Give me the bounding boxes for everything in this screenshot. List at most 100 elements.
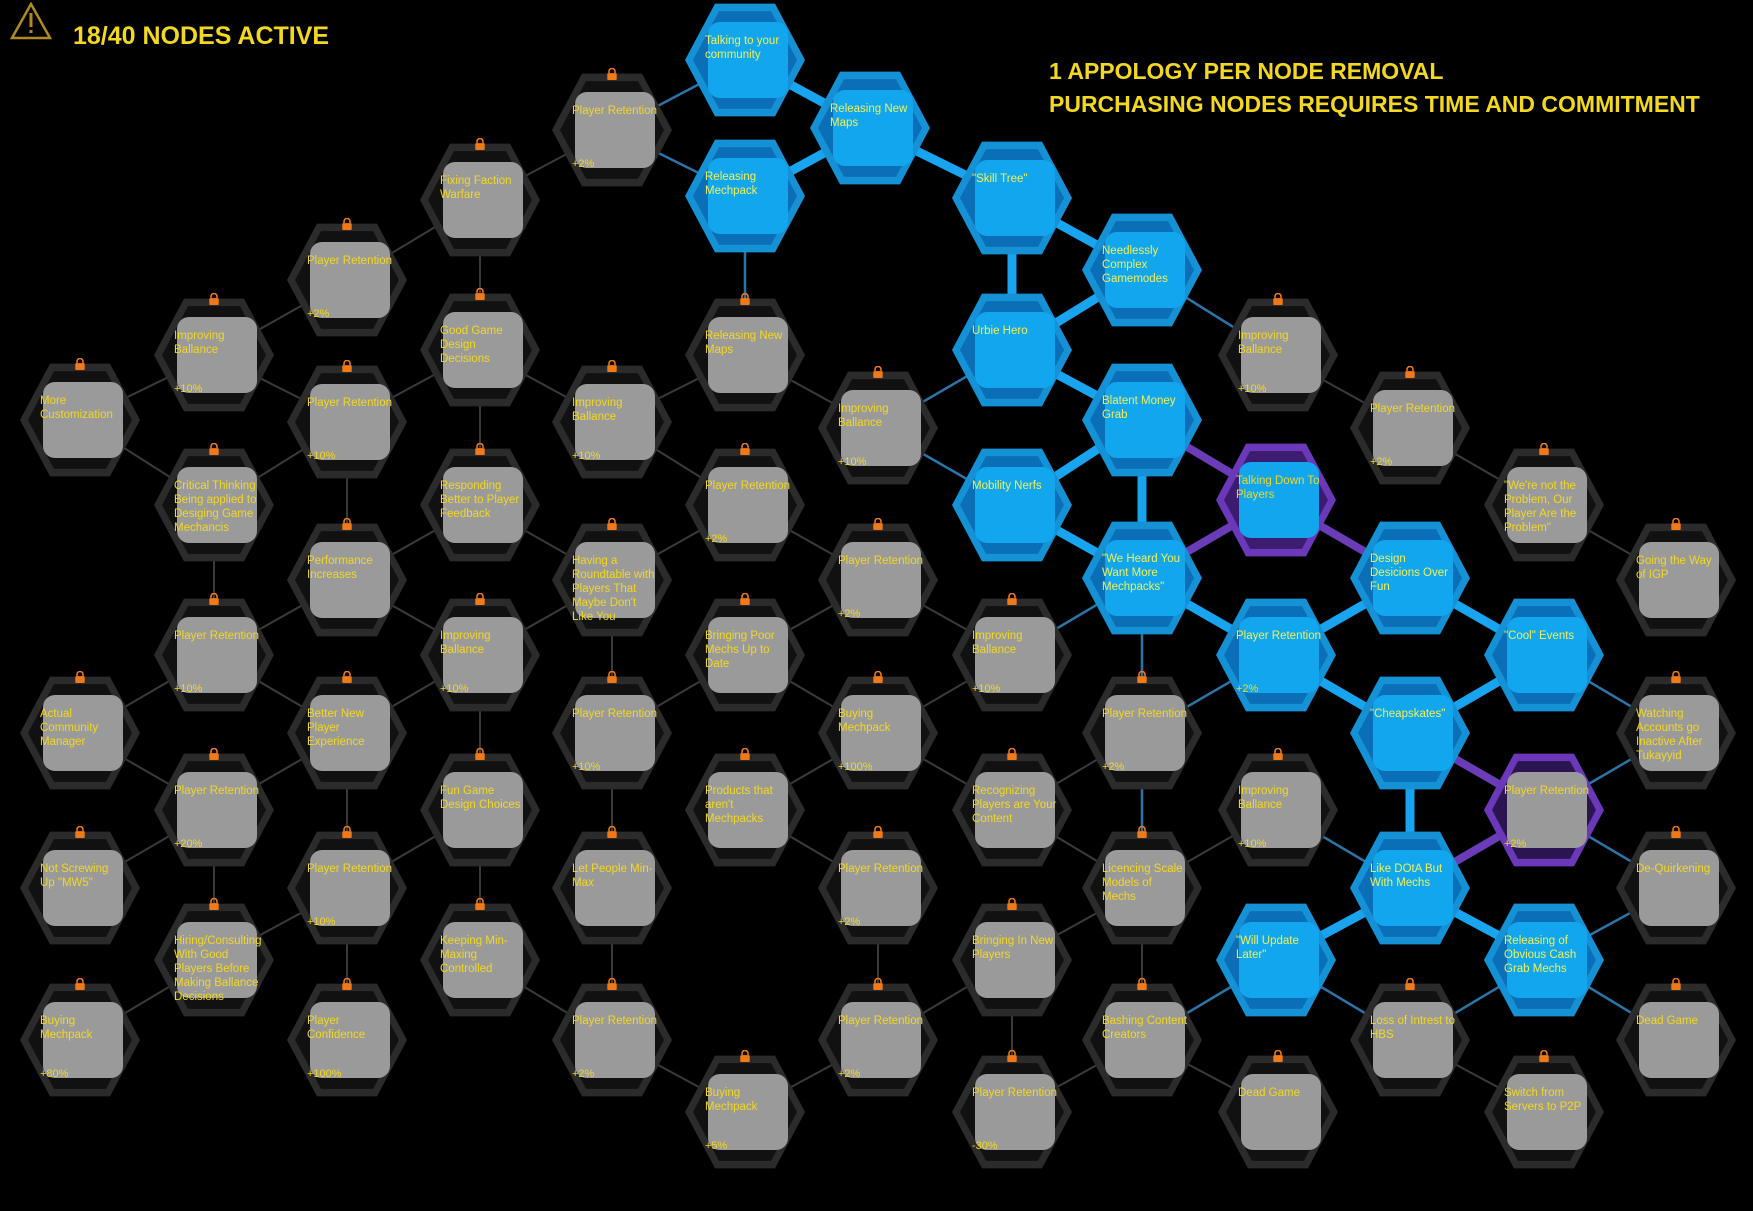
skill-node[interactable]: Going the Way of IGP	[1616, 518, 1736, 640]
node-card	[841, 390, 921, 466]
skill-node[interactable]: Performance Increases	[287, 518, 407, 640]
skill-node[interactable]: Mobility Nerfs	[952, 445, 1072, 565]
lock-icon	[209, 293, 219, 305]
skill-node[interactable]: Player Retention+2%	[818, 978, 938, 1100]
node-card	[43, 850, 123, 926]
skill-node[interactable]: Player Retention+10%	[154, 593, 274, 715]
skill-node[interactable]: "Cool" Events	[1484, 595, 1604, 715]
skill-node[interactable]: Bringing In New Players	[952, 898, 1072, 1020]
skill-node[interactable]: Player Retention-30%	[952, 1050, 1072, 1172]
node-card	[841, 850, 921, 926]
skill-node[interactable]: Player Retention+2%	[1216, 595, 1336, 715]
skill-node[interactable]: Player Retention+10%	[287, 826, 407, 948]
skill-node[interactable]: Fixing Faction Warfare	[420, 138, 540, 260]
skill-node[interactable]: Player Retention+2%	[287, 218, 407, 340]
skill-node[interactable]: Bringing Poor Mechs Up to Date	[685, 593, 805, 715]
skill-node[interactable]: Player Retention+2%	[818, 826, 938, 948]
node-title: Talking Down To Players	[1236, 475, 1320, 501]
skill-node[interactable]: Responding Better to Player Feedback	[420, 443, 540, 565]
node-card	[177, 467, 257, 543]
skill-node[interactable]: Having a Roundtable with Players That Ma…	[552, 518, 672, 640]
skill-node[interactable]: Improving Ballance+10%	[1218, 748, 1338, 870]
node-bonus: +2%	[1236, 683, 1259, 695]
node-card	[1241, 317, 1321, 393]
skill-node[interactable]: "Will Update Later"	[1216, 900, 1336, 1020]
skill-node[interactable]: Design Desicions Over Fun	[1350, 518, 1470, 638]
node-card	[708, 158, 788, 234]
skill-node[interactable]: Improving Ballance+10%	[154, 293, 274, 415]
node-card	[575, 695, 655, 771]
skill-node[interactable]: Urbie Hero	[952, 290, 1072, 410]
skill-node[interactable]: Buying Mechpack+5%	[685, 1050, 805, 1172]
node-title: Buying Mechpack	[705, 1087, 758, 1113]
node-card	[575, 92, 655, 168]
node-card	[177, 772, 257, 848]
lock-icon	[740, 593, 750, 605]
skill-node[interactable]: Player Retention+2%	[552, 978, 672, 1100]
skill-node[interactable]: Dead Game	[1616, 978, 1736, 1100]
skill-node[interactable]: Player Retention+2%	[818, 518, 938, 640]
skill-node[interactable]: Let People Min-Max	[552, 826, 672, 948]
skill-node[interactable]: Player Retention+2%	[1350, 366, 1470, 488]
node-card	[1507, 467, 1587, 543]
skill-node[interactable]: Releasing Mechpack	[685, 136, 805, 256]
skill-node[interactable]: Watching Accounts go Inactive After Tuka…	[1616, 671, 1736, 793]
node-card	[177, 317, 257, 393]
skill-node[interactable]: Needlessly Complex Gamemodes	[1082, 210, 1202, 330]
skill-node[interactable]: De-Quirkening	[1616, 826, 1736, 948]
skill-node[interactable]: "We Heard You Want More Mechpacks"	[1082, 518, 1202, 638]
skill-node[interactable]: Player Retention+10%	[287, 360, 407, 482]
skill-node[interactable]: Talking to your community	[685, 0, 805, 120]
skill-node[interactable]: Fun Game Design Choices	[420, 748, 540, 870]
skill-node[interactable]: "Cheapskates"	[1350, 673, 1470, 793]
lock-icon	[1273, 748, 1283, 760]
skill-node[interactable]: Improving Ballance+10%	[420, 593, 540, 715]
skill-node[interactable]: Actual Community Manager	[20, 671, 140, 793]
node-title: Mobility Nerfs	[972, 480, 1042, 492]
node-title: Actual Community Manager	[40, 708, 99, 748]
skill-node[interactable]: Improving Ballance+10%	[552, 360, 672, 482]
skill-node[interactable]: Player Retention+2%	[1484, 750, 1604, 870]
skill-node[interactable]: Better New Player Experience	[287, 671, 407, 793]
skill-node[interactable]: Player Retention+2%	[552, 68, 672, 190]
skill-node[interactable]: Buying Mechpack+80%	[20, 978, 140, 1100]
skill-node[interactable]: Releasing New Maps	[810, 68, 930, 188]
skill-node[interactable]: Licencing Scale Models of Mechs	[1082, 826, 1202, 948]
skill-node[interactable]: Player Confidence+100%	[287, 978, 407, 1100]
skill-node[interactable]: Player Retention+10%	[552, 671, 672, 793]
skill-node[interactable]: Improving Ballance+10%	[818, 366, 938, 488]
node-card	[43, 695, 123, 771]
skill-node[interactable]: "Skill Tree"	[952, 138, 1072, 258]
skill-node[interactable]: Good Game Design Decisions	[420, 288, 540, 410]
node-title: Player Confidence	[307, 1015, 366, 1041]
skill-node[interactable]: Switch from Servers to P2P	[1484, 1050, 1604, 1172]
skill-node[interactable]: Player Retention+2%	[1082, 671, 1202, 793]
node-title: Player Retention	[174, 785, 260, 797]
skill-node[interactable]: Critical Thinking Being applied to Desig…	[154, 443, 274, 565]
skill-node[interactable]: Loss of Intrest to HBS	[1350, 978, 1470, 1100]
skill-node[interactable]: Like DOtA But With Mechs	[1350, 828, 1470, 948]
skill-node[interactable]: More Customization	[20, 358, 140, 480]
skill-node[interactable]: Blatent Money Grab	[1082, 360, 1202, 480]
skill-node[interactable]: Bashing Content Creators	[1082, 978, 1202, 1100]
skill-node[interactable]: "We're not the Problem, Our Player Are t…	[1484, 443, 1604, 565]
skill-node[interactable]: Recognizing Players are Your Content	[952, 748, 1072, 870]
node-card	[43, 1002, 123, 1078]
skill-node[interactable]: Improving Ballance+10%	[1218, 293, 1338, 415]
skill-node[interactable]: Releasing New Maps	[685, 293, 805, 415]
lock-icon	[740, 293, 750, 305]
skill-node[interactable]: Dead Game	[1218, 1050, 1338, 1172]
node-title: "Cool" Events	[1504, 630, 1575, 642]
skill-node[interactable]: Player Retention+2%	[685, 443, 805, 565]
skill-node[interactable]: Buying Mechpack+100%	[818, 671, 938, 793]
skill-node[interactable]: Improving Ballance+10%	[952, 593, 1072, 715]
skill-node[interactable]: Player Retention+20%	[154, 748, 274, 870]
skill-node[interactable]: Keeping Min-Maxing Controlled	[420, 898, 540, 1020]
skill-node[interactable]: Talking Down To Players	[1216, 440, 1336, 560]
lock-icon	[1671, 518, 1681, 530]
skill-node[interactable]: Releasing of Obvious Cash Grab Mechs	[1484, 900, 1604, 1020]
skill-node[interactable]: Products that aren't Mechpacks	[685, 748, 805, 870]
node-card	[310, 1002, 390, 1078]
skill-node[interactable]: Not Screwing Up "MW5"	[20, 826, 140, 948]
skill-node[interactable]: Hiring/Consulting With Good Players Befo…	[154, 898, 274, 1020]
